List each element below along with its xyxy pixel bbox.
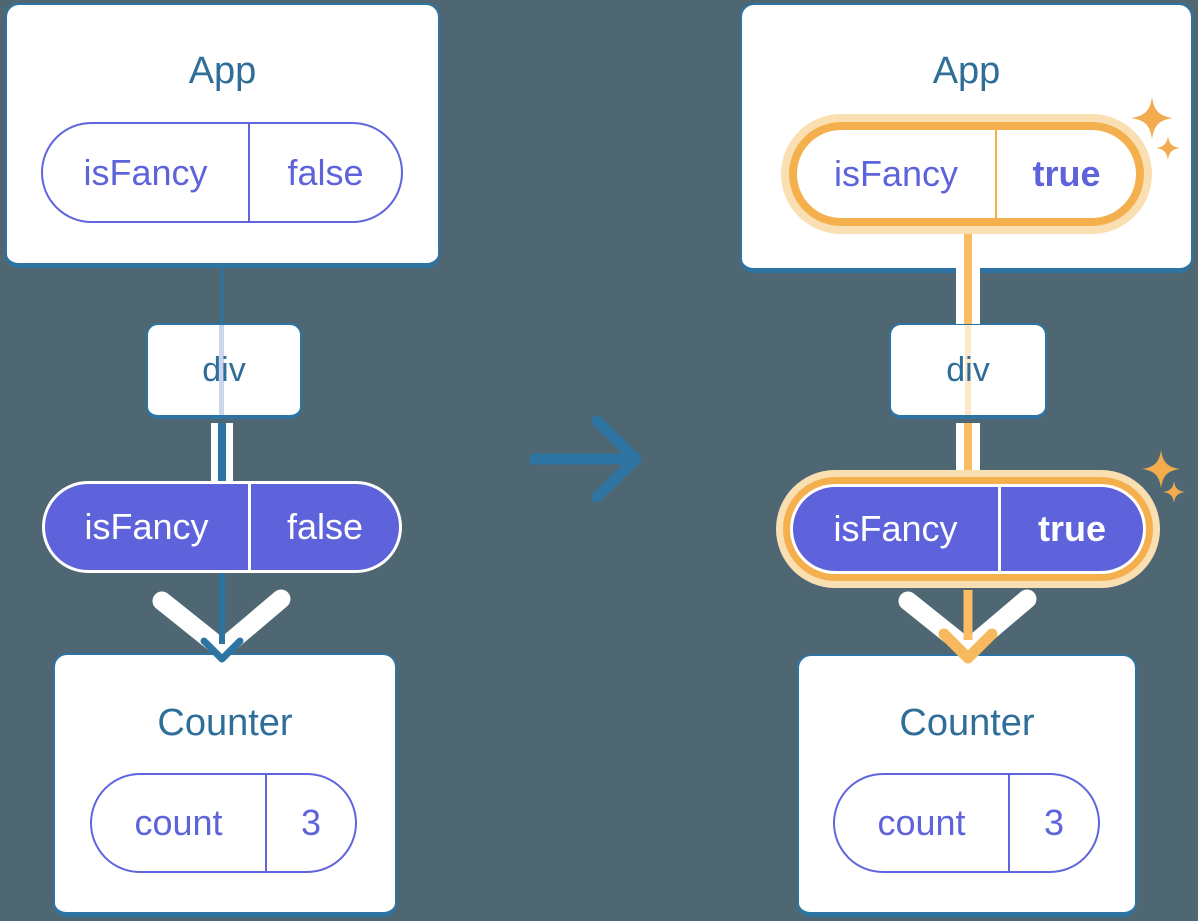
div-label: div bbox=[946, 350, 990, 389]
sparkle-icon bbox=[1142, 450, 1180, 488]
counter-state-pill-after: count 3 bbox=[833, 773, 1100, 873]
state-key: count bbox=[835, 775, 1010, 871]
props-band bbox=[211, 423, 233, 484]
tree-edge-line bbox=[220, 266, 224, 325]
prop-key: isFancy bbox=[45, 484, 251, 570]
state-value: false bbox=[287, 151, 364, 193]
div-element-box-before: div bbox=[146, 323, 302, 419]
props-trunk-before bbox=[211, 423, 233, 484]
prop-pill-before: isFancy false bbox=[42, 481, 402, 573]
props-trunk-after-top bbox=[956, 266, 980, 324]
props-band bbox=[956, 423, 980, 475]
props-chevron-icon bbox=[152, 589, 291, 659]
counter-title: Counter bbox=[157, 702, 293, 744]
sparkle-icon bbox=[1163, 481, 1185, 503]
prop-value: true bbox=[1037, 508, 1106, 549]
app-title: App bbox=[932, 50, 1001, 92]
state-key: isFancy bbox=[797, 130, 997, 218]
app-state-pill-after: isFancy true bbox=[797, 130, 1136, 218]
counter-state-pill-before: count 3 bbox=[90, 773, 357, 873]
arrow-right-icon bbox=[529, 415, 642, 503]
prop-pill-after: isFancy true bbox=[790, 484, 1146, 574]
state-thread-faint bbox=[219, 325, 224, 415]
state-value: 3 bbox=[300, 802, 322, 843]
prop-value: false bbox=[286, 506, 364, 547]
state-line bbox=[218, 423, 226, 484]
props-chevron-icon bbox=[898, 589, 1037, 659]
app-title: App bbox=[188, 50, 257, 92]
div-element-box-after: div bbox=[889, 323, 1047, 419]
app-state-pill-before: isFancy false bbox=[41, 122, 403, 223]
state-flow-line-in-app bbox=[964, 232, 972, 274]
state-line bbox=[964, 423, 972, 475]
state-key: isFancy bbox=[43, 124, 250, 221]
state-line bbox=[964, 266, 972, 324]
counter-title: Counter bbox=[899, 702, 1035, 744]
div-label: div bbox=[202, 350, 246, 389]
state-thread-faint bbox=[965, 325, 971, 415]
prop-key: isFancy bbox=[793, 487, 1001, 571]
state-key: count bbox=[92, 775, 267, 871]
props-band bbox=[956, 266, 980, 324]
props-trunk-after-bottom bbox=[956, 423, 980, 475]
arrow-head bbox=[591, 415, 642, 503]
state-value: true bbox=[1032, 153, 1101, 194]
state-value: 3 bbox=[1043, 802, 1065, 843]
